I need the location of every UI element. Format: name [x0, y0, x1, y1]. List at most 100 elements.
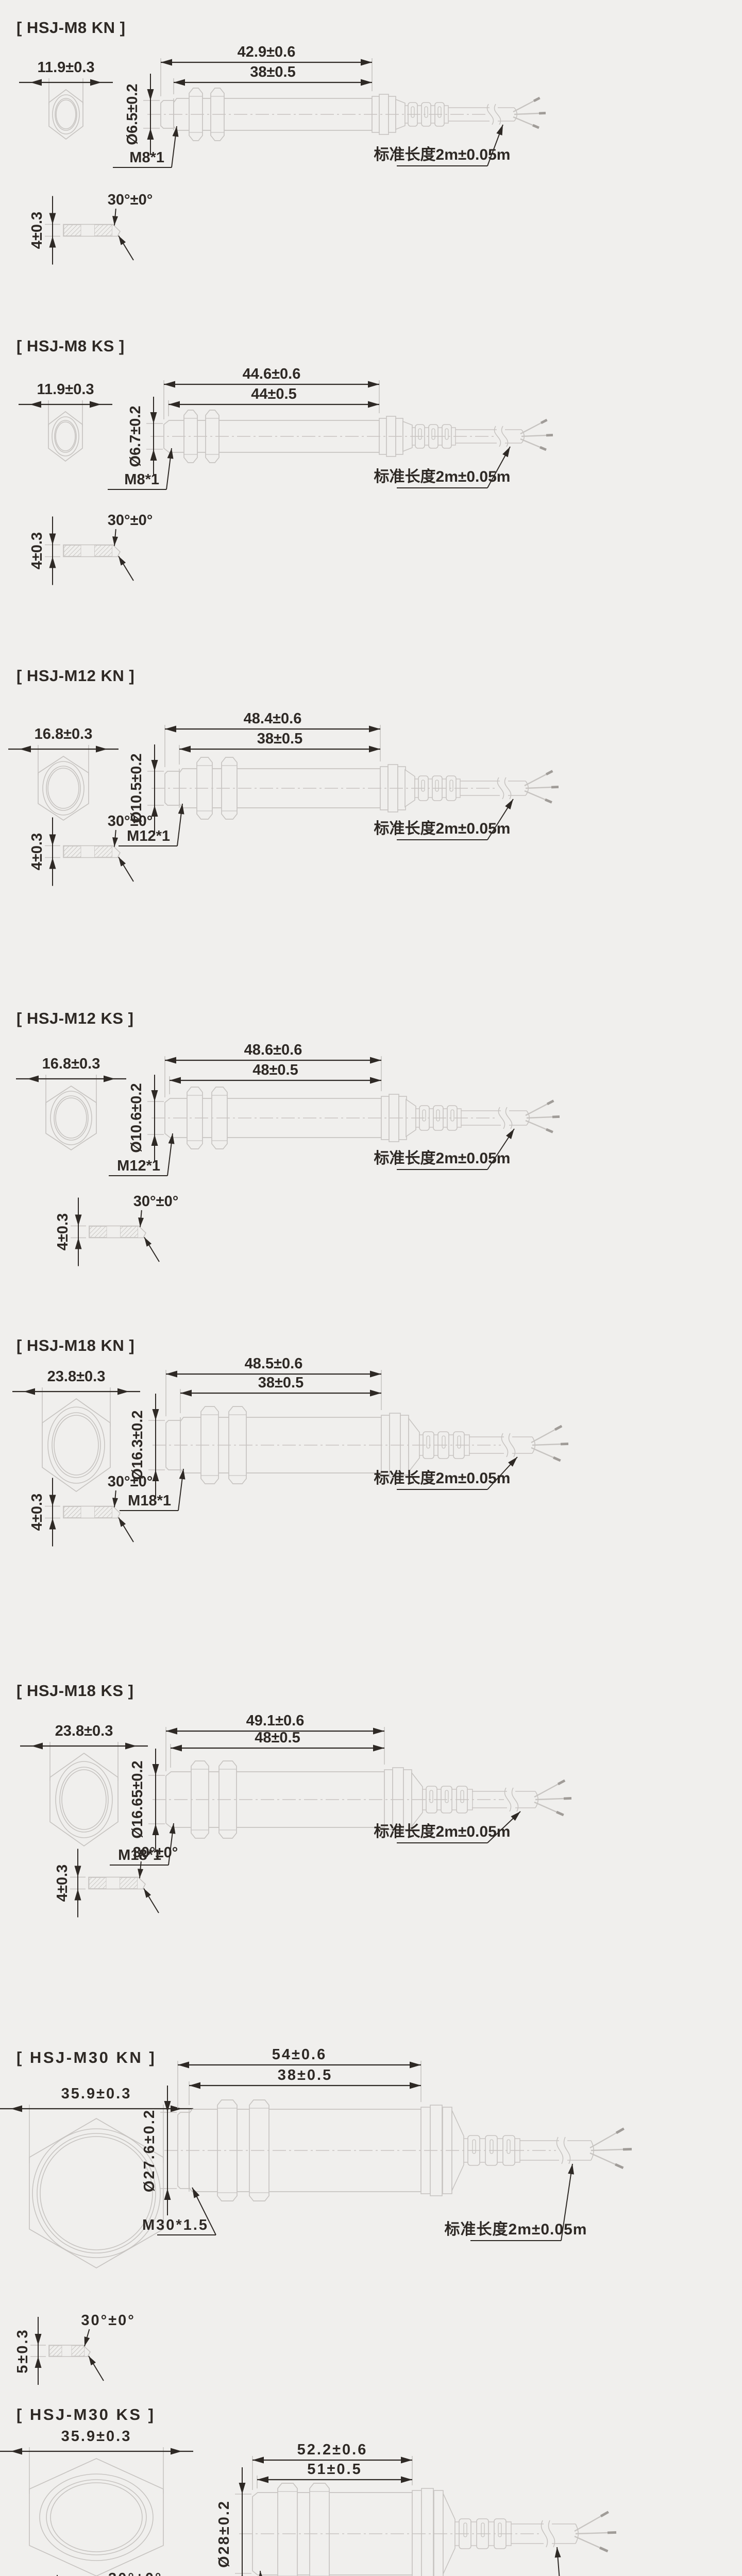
- rib-slot: [418, 428, 422, 440]
- mounting-nut-1: [309, 2483, 330, 2576]
- break-symbol: [508, 1433, 516, 1458]
- wire-tip-1: [622, 2148, 632, 2151]
- section-6: [ HSJ-M30 KN ]35.9±0.354±0.638±0.5Ø27.6±…: [0, 2046, 632, 2385]
- chamfer-angle-label: 30°±0°: [81, 2312, 136, 2329]
- thread-length-dim: 38±0.5: [250, 64, 296, 80]
- washer-view: 4±0.330°±0°: [29, 512, 153, 585]
- washer-hatch: [63, 1506, 81, 1518]
- section-title: [ HSJ-M12 KN ]: [16, 667, 134, 685]
- arrowhead: [505, 1129, 514, 1140]
- rib-slot: [424, 106, 428, 118]
- arrowhead: [554, 2547, 561, 2558]
- washer-thickness-dim: 4±0.3: [29, 833, 45, 870]
- arrowhead: [138, 1869, 144, 1878]
- wire-tip-1: [563, 1797, 572, 1800]
- washer-hatch: [89, 1877, 107, 1889]
- section-7: [ HSJ-M30 KS ]35.9±0.352.2±0.651±0.5Ø28±…: [0, 2405, 617, 2576]
- wire-tip-1: [538, 112, 546, 115]
- arrowhead: [496, 125, 503, 135]
- thread-length-dim: 48±0.5: [255, 1730, 300, 1746]
- hex-bore-circle-1: [54, 1095, 89, 1141]
- front-view: 16.8±0.3: [8, 726, 119, 821]
- wire-2: [574, 2535, 600, 2549]
- section-3: [ HSJ-M12 KS ]16.8±0.348.6±0.648±0.5Ø10.…: [16, 1009, 560, 1266]
- washer-thickness-dim: 4±0.3: [29, 532, 45, 569]
- arrowhead: [89, 2356, 96, 2366]
- washer-hatch: [94, 846, 112, 857]
- wire-0: [589, 2132, 617, 2149]
- hex-bore-circle-2: [55, 421, 76, 451]
- break-symbol: [498, 1107, 505, 1129]
- arrowhead: [370, 1057, 381, 1064]
- arrowhead: [511, 1811, 520, 1821]
- hex-bore-circle-0: [39, 2473, 154, 2561]
- wire-tip-0: [533, 96, 541, 103]
- housing-ring-2: [433, 2490, 444, 2576]
- front-view: 16.8±0.3: [16, 1056, 126, 1151]
- arrowhead: [369, 725, 380, 733]
- washer-view: 4±0.330°±0°: [29, 192, 153, 265]
- arrowhead: [161, 59, 172, 66]
- arrowhead: [96, 745, 107, 753]
- arrowhead: [74, 1889, 81, 1901]
- rib-slot: [449, 779, 453, 792]
- arrowhead: [166, 1727, 177, 1735]
- arrowhead: [20, 745, 31, 753]
- wire-tip-1: [607, 2531, 617, 2534]
- arrowhead: [75, 1214, 82, 1226]
- arrowhead: [368, 401, 379, 408]
- cable-length-label: 标准长度2m±0.05m: [374, 1470, 511, 1487]
- rib-slot: [436, 1109, 440, 1122]
- washer-thickness-dim: 4±0.3: [29, 1494, 45, 1531]
- arrowhead: [179, 745, 191, 753]
- arrowhead: [150, 412, 157, 423]
- hex-body-outline: [48, 411, 83, 462]
- chamfer-angle-label: 30°±0°: [108, 1473, 153, 1490]
- arrowhead: [90, 79, 102, 86]
- hex-width-dim: 23.8±0.3: [55, 1723, 113, 1739]
- wire-1: [526, 1116, 553, 1119]
- arrowhead: [192, 2188, 200, 2198]
- front-view: 11.9±0.3: [19, 381, 112, 462]
- arrowhead: [152, 1764, 159, 1775]
- mounting-nut-1: [228, 1406, 247, 1484]
- break-symbol: [504, 777, 512, 800]
- arrowhead: [30, 79, 42, 86]
- overall-length-dim: 48.6±0.6: [244, 1042, 302, 1058]
- wire-2: [525, 1120, 547, 1130]
- wire-1: [535, 1798, 564, 1801]
- section-title: [ HSJ-M30 KN ]: [16, 2048, 156, 2066]
- gland-taper: [404, 769, 415, 808]
- hex-bore-circle-1: [46, 2479, 147, 2555]
- arrowhead: [49, 236, 56, 248]
- wire-1: [521, 434, 547, 437]
- thread-spec-label: M12*1: [127, 828, 170, 844]
- arrowhead: [410, 2061, 421, 2069]
- wire-2: [531, 1447, 554, 1459]
- arrowhead: [369, 745, 380, 753]
- arrowhead: [502, 447, 510, 457]
- arrowhead: [147, 89, 154, 100]
- arrowhead: [152, 1409, 159, 1420]
- arrowhead: [174, 79, 185, 86]
- washer-hatch: [71, 2345, 85, 2357]
- arrowhead: [49, 1495, 56, 1506]
- rib-slot: [463, 2522, 467, 2537]
- arrowhead: [49, 556, 56, 568]
- section-title: [ HSJ-M12 KS ]: [16, 1009, 133, 1027]
- tip-diameter-dim: Ø6.7±0.2: [127, 405, 144, 467]
- overall-length-dim: 48.4±0.6: [244, 710, 302, 727]
- tip-diameter-dim: Ø27.6±0.2: [141, 2109, 158, 2192]
- washer-view: 4±0.3 30°±0°: [29, 1473, 153, 1547]
- arrowhead: [164, 2189, 171, 2200]
- arrowhead: [112, 216, 119, 226]
- rib-slot: [490, 2139, 494, 2154]
- break-symbol: [494, 426, 501, 447]
- arrowhead: [180, 1389, 192, 1397]
- hex-bore-circle-2: [55, 1097, 87, 1139]
- thread-spec-label: M8*1: [124, 471, 159, 488]
- arrowhead: [49, 213, 56, 225]
- arrowhead: [24, 1388, 35, 1395]
